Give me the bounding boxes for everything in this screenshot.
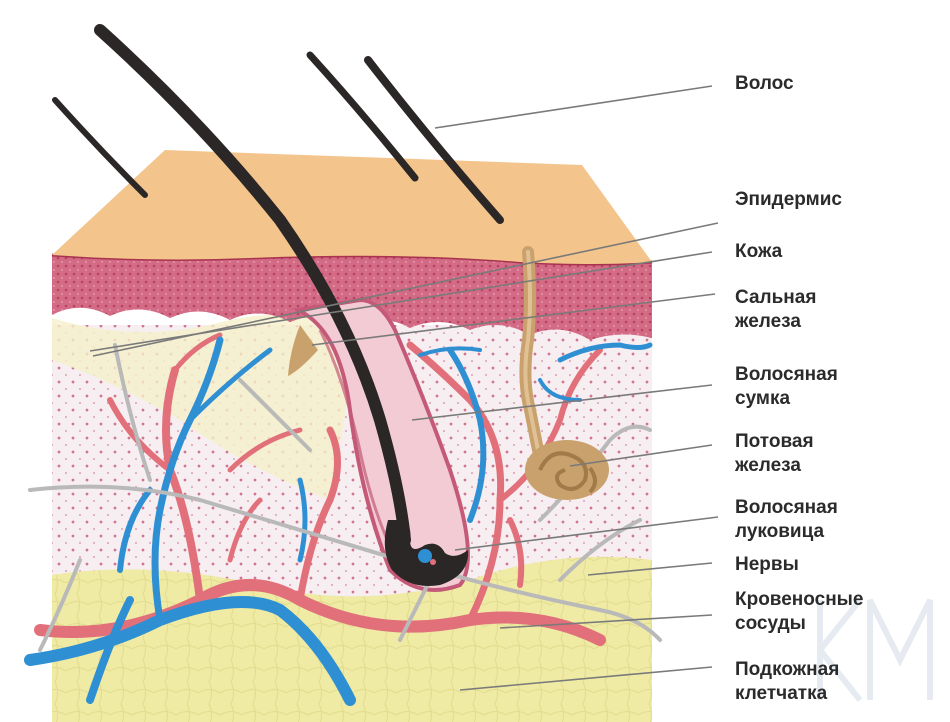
label-nerves: Нервы — [735, 554, 799, 575]
label-sweat-gland: Потовая железа — [735, 431, 814, 476]
epidermis-layer — [52, 150, 652, 264]
leader-lines — [89, 85, 719, 691]
hairs — [52, 24, 504, 546]
label-hair-bulb: Волосяная луковица — [735, 497, 838, 542]
label-subcutaneous-tissue: Подкожная клетчатка — [735, 659, 840, 704]
nerves — [28, 343, 662, 652]
hair-bulb — [384, 520, 469, 586]
label-hair: Волос — [735, 73, 794, 94]
sweat-gland — [519, 246, 609, 500]
label-hair-follicle: Волосяная сумка — [735, 364, 838, 409]
label-skin: Кожа — [735, 241, 783, 262]
label-blood-vessels: Кровеносные сосуды — [735, 589, 864, 634]
blood-vessels-veins — [24, 336, 653, 706]
label-sebaceous-gland: Сальная железа — [735, 287, 817, 332]
label-epidermis: Эпидермис — [735, 189, 842, 210]
watermark-logo — [817, 598, 933, 702]
